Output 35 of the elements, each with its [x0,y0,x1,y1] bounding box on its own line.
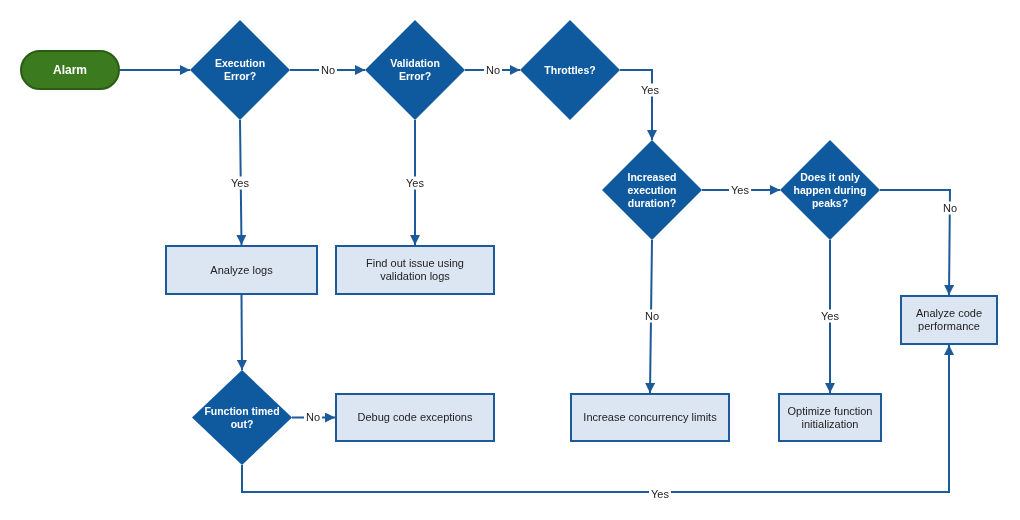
arrow [879,189,955,296]
edge-label: No [642,309,662,323]
arrow [619,69,657,141]
process-box: Increase concurrency limits [570,393,730,442]
decision-label: Validation Error? [389,57,441,83]
edge-label: Yes [229,176,251,190]
edge-label: Yes [639,83,661,97]
arrow [645,239,656,394]
edge-label: Yes [729,183,751,197]
arrow [119,65,191,75]
process-box: Debug code exceptions [335,393,495,442]
arrow [825,239,835,394]
edge-label: No [483,63,503,77]
edge-label: No [303,410,323,424]
edge-label: Yes [649,487,671,501]
arrow [236,294,247,371]
arrow [241,344,954,493]
decision-label: Increased execution duration? [626,170,678,210]
edge-label: No [318,63,338,77]
process-box: Analyze code performance [900,295,998,345]
arrow [464,65,521,75]
edge-label: No [940,201,960,215]
process-box: Analyze logs [165,245,318,295]
edge-label: Yes [404,176,426,190]
decision-label: Throttles? [544,63,596,77]
edge-label: Yes [819,309,841,323]
process-box: Find out issue using validation logs [335,245,495,295]
decision-label: Does it only happen during peaks? [792,170,868,210]
arrow [410,119,420,246]
start-terminal: Alarm [20,50,120,90]
arrow [236,119,247,246]
arrow [289,65,366,75]
process-box: Optimize function initialization [778,393,882,442]
decision-label: Function timed out? [203,404,281,431]
decision-label: Execution Error? [213,57,267,83]
